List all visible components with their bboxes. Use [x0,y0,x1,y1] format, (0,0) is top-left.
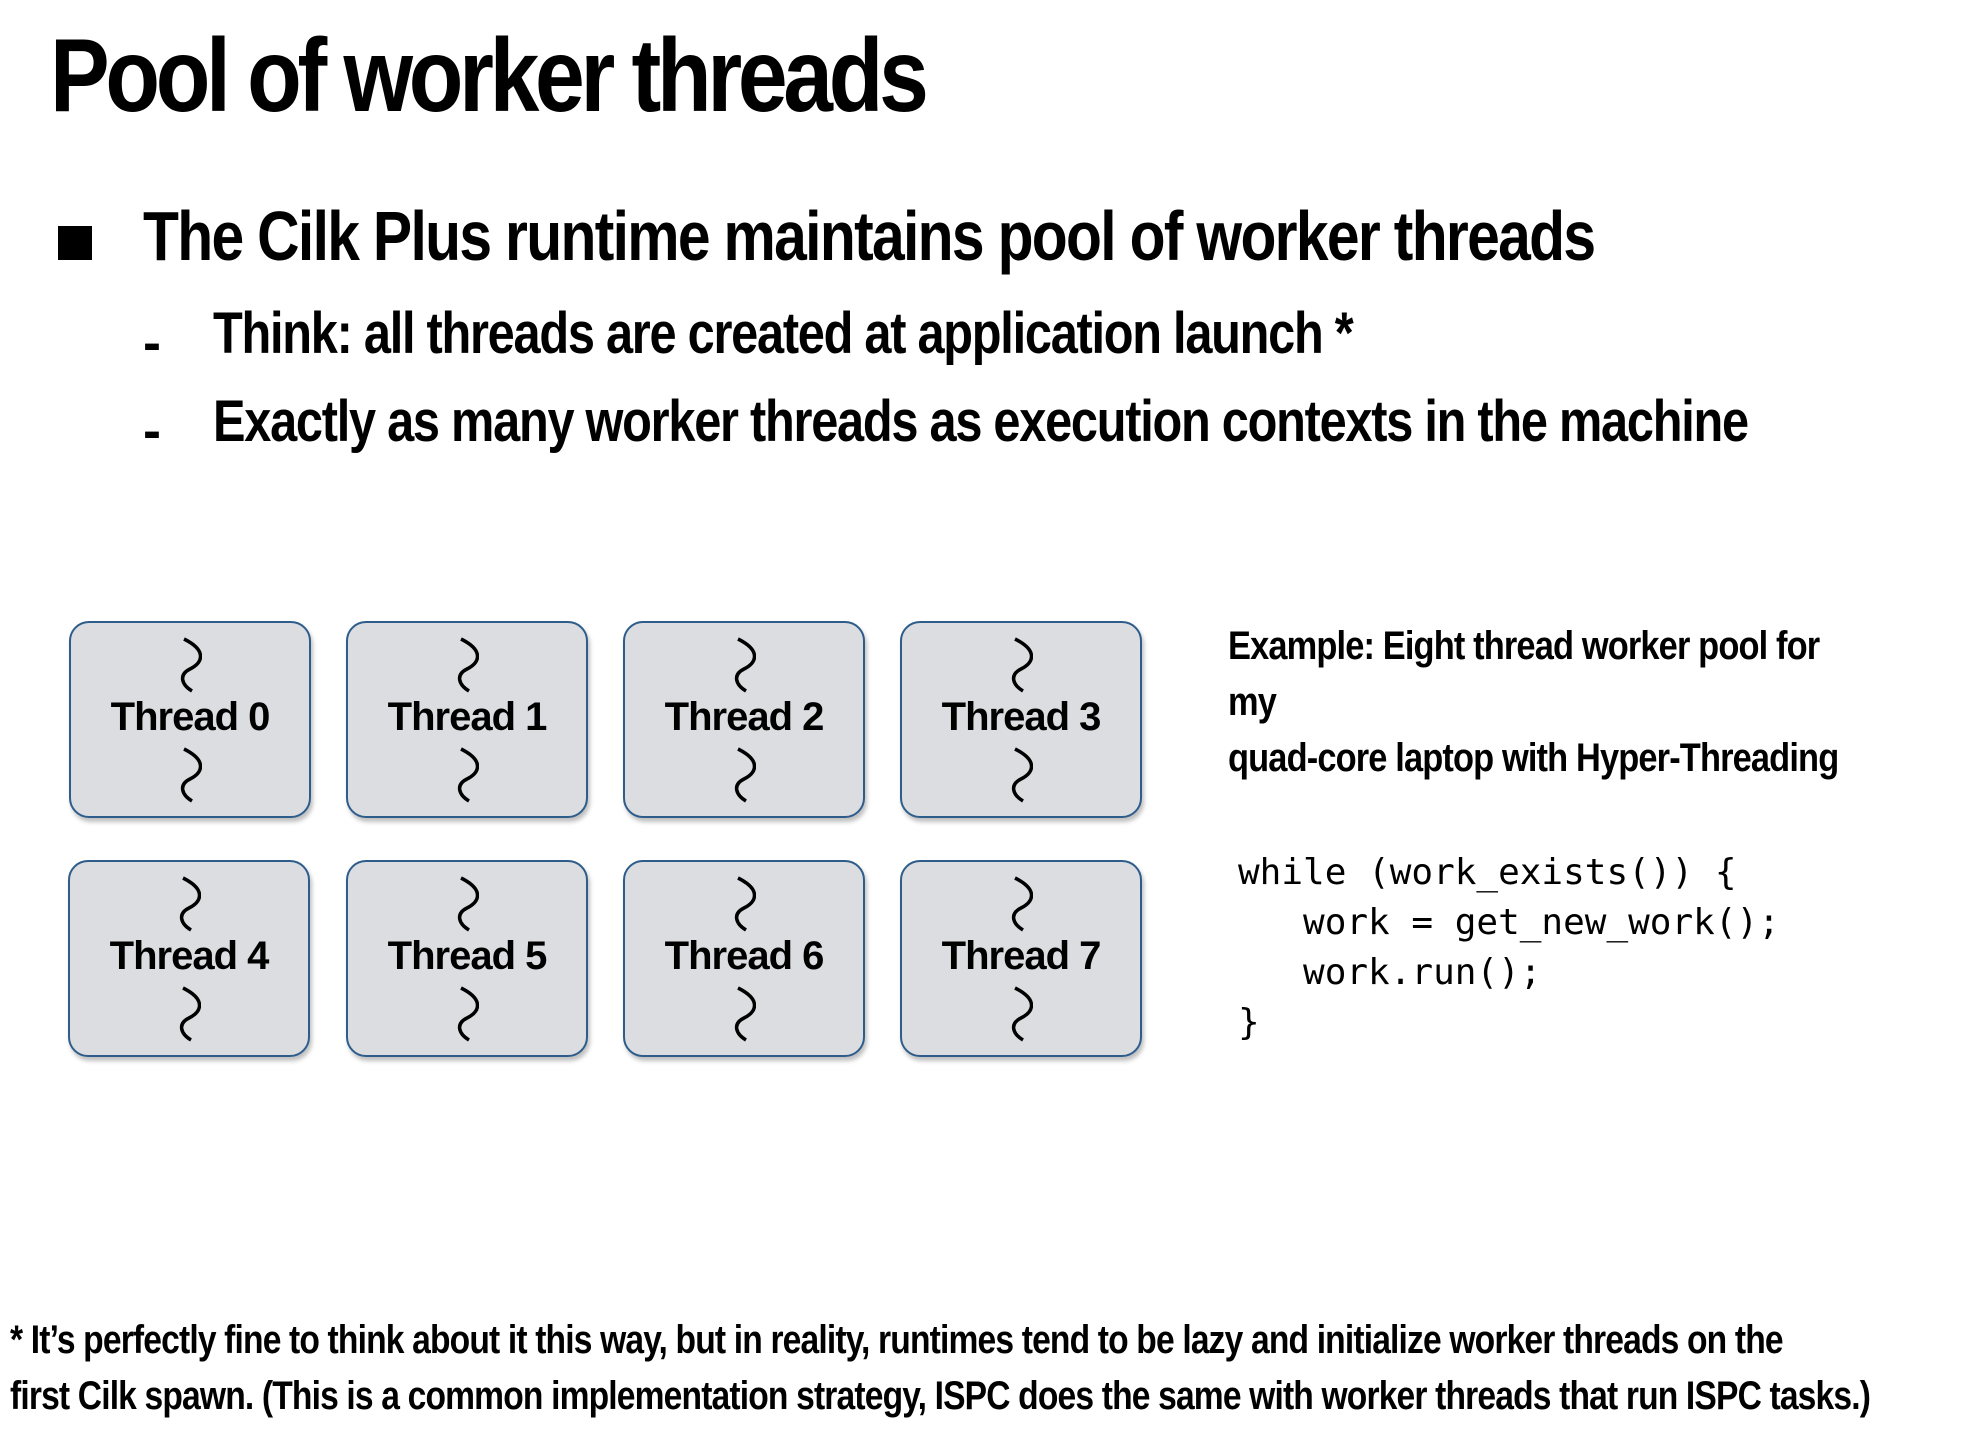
thread-label: Thread 1 [387,695,548,739]
sub-bullet-1: Think: all threads are created at applic… [213,301,1354,366]
thread-squiggle-icon [1011,747,1033,803]
thread-squiggle-icon [1011,986,1033,1042]
sub-bullet-dash: - [143,401,161,461]
thread-box: Thread 0 [69,621,311,818]
code-line: work.run(); [1238,952,1542,993]
thread-box: Thread 1 [346,621,588,818]
thread-squiggle-icon [180,637,202,693]
thread-squiggle-icon [1011,876,1033,932]
sub-bullet-2: Exactly as many worker threads as execut… [213,389,1749,454]
thread-squiggle-icon [734,747,756,803]
example-line: quad-core laptop with Hyper-Threading [1228,736,1839,780]
code-line: while (work_exists()) { [1238,852,1737,893]
thread-box: Thread 5 [346,860,588,1057]
footnote-line: first Cilk spawn. (This is a common impl… [10,1374,1871,1418]
bullet-square [58,226,92,260]
thread-squiggle-icon [179,876,201,932]
sub-bullet-dash: - [143,313,161,373]
thread-box: Thread 3 [900,621,1142,818]
thread-squiggle-icon [180,747,202,803]
thread-squiggle-icon [1011,637,1033,693]
thread-squiggle-icon [734,876,756,932]
thread-squiggle-icon [457,637,479,693]
thread-label: Thread 6 [664,934,825,978]
thread-label: Thread 2 [664,695,825,739]
thread-label: Thread 7 [941,934,1102,978]
footnote: * It’s perfectly fine to think about it … [10,1312,1900,1424]
thread-label: Thread 0 [110,695,271,739]
example-line: Example: Eight thread worker pool for my [1228,624,1820,724]
thread-box: Thread 4 [68,860,310,1057]
example-note: Example: Eight thread worker pool for my… [1228,618,1847,786]
thread-squiggle-icon [734,986,756,1042]
footnote-line: * It’s perfectly fine to think about it … [10,1318,1784,1362]
thread-squiggle-icon [734,637,756,693]
code-line: work = get_new_work(); [1238,902,1780,943]
thread-squiggle-icon [457,876,479,932]
code-line: } [1238,1002,1260,1043]
thread-squiggle-icon [457,747,479,803]
thread-box: Thread 7 [900,860,1142,1057]
thread-squiggle-icon [179,986,201,1042]
thread-label: Thread 3 [941,695,1102,739]
thread-box: Thread 6 [623,860,865,1057]
thread-label: Thread 4 [109,934,270,978]
slide-title: Pool of worker threads [50,18,929,134]
main-bullet: The Cilk Plus runtime maintains pool of … [143,197,1596,275]
thread-label: Thread 5 [387,934,548,978]
thread-squiggle-icon [457,986,479,1042]
thread-box: Thread 2 [623,621,865,818]
code-block: while (work_exists()) { work = get_new_w… [1238,848,1780,1048]
